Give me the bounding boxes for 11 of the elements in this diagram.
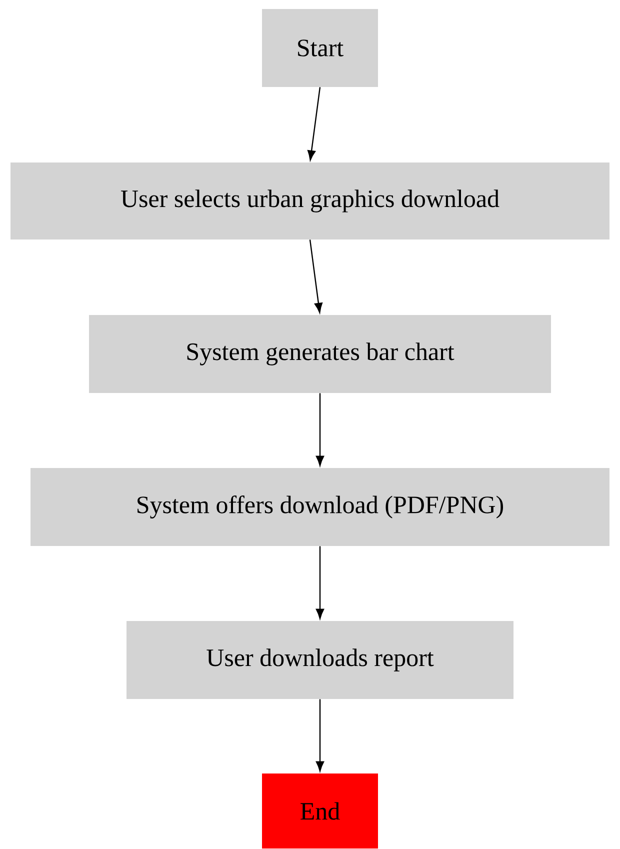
arrow — [307, 87, 321, 160]
arrow — [316, 393, 324, 466]
arrow — [316, 699, 324, 772]
process-box: User downloads report — [126, 621, 514, 699]
end-box: End — [262, 774, 378, 848]
process-box: System generates bar chart — [89, 315, 551, 393]
process-box: System offers download (PDF/PNG) — [30, 468, 610, 546]
process-box: User selects urban graphics download — [10, 162, 610, 240]
arrow — [309, 240, 323, 313]
start-box: Start — [262, 9, 378, 87]
arrow — [316, 546, 324, 619]
